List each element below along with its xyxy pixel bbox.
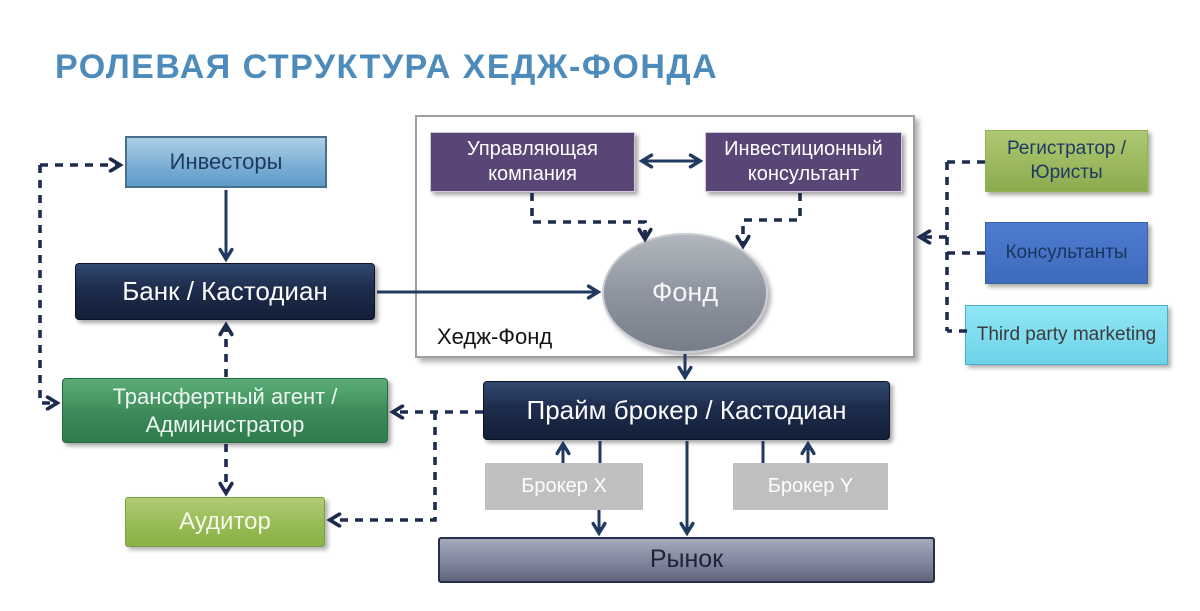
node-investment-consultant: Инвестиционный консультант [705,132,902,192]
node-investors: Инвесторы [125,136,327,188]
node-fund: Фонд [602,233,768,353]
page-title: РОЛЕВАЯ СТРУКТУРА ХЕДЖ-ФОНДА [55,47,719,86]
node-broker-x: Брокер X [485,463,643,510]
node-third-party-marketing: Third party marketing [965,305,1168,365]
node-bank-custodian: Банк / Кастодиан [75,263,375,320]
node-prime-broker-custodian: Прайм брокер / Кастодиан [483,381,890,440]
node-transfer-agent-administrator: Трансфертный агент / Администратор [62,378,388,443]
node-registrar-lawyers: Регистратор / Юристы [985,130,1148,192]
node-market: Рынок [438,537,935,583]
node-management-company: Управляющая компания [430,132,635,192]
node-auditor: Аудитор [125,497,325,547]
node-consultants: Консультанты [985,222,1148,284]
connector-loop-to-transfer-agent [38,165,55,403]
hedge-fund-group-label: Хедж-Фонд [437,324,553,349]
node-broker-y: Брокер Y [733,463,888,510]
